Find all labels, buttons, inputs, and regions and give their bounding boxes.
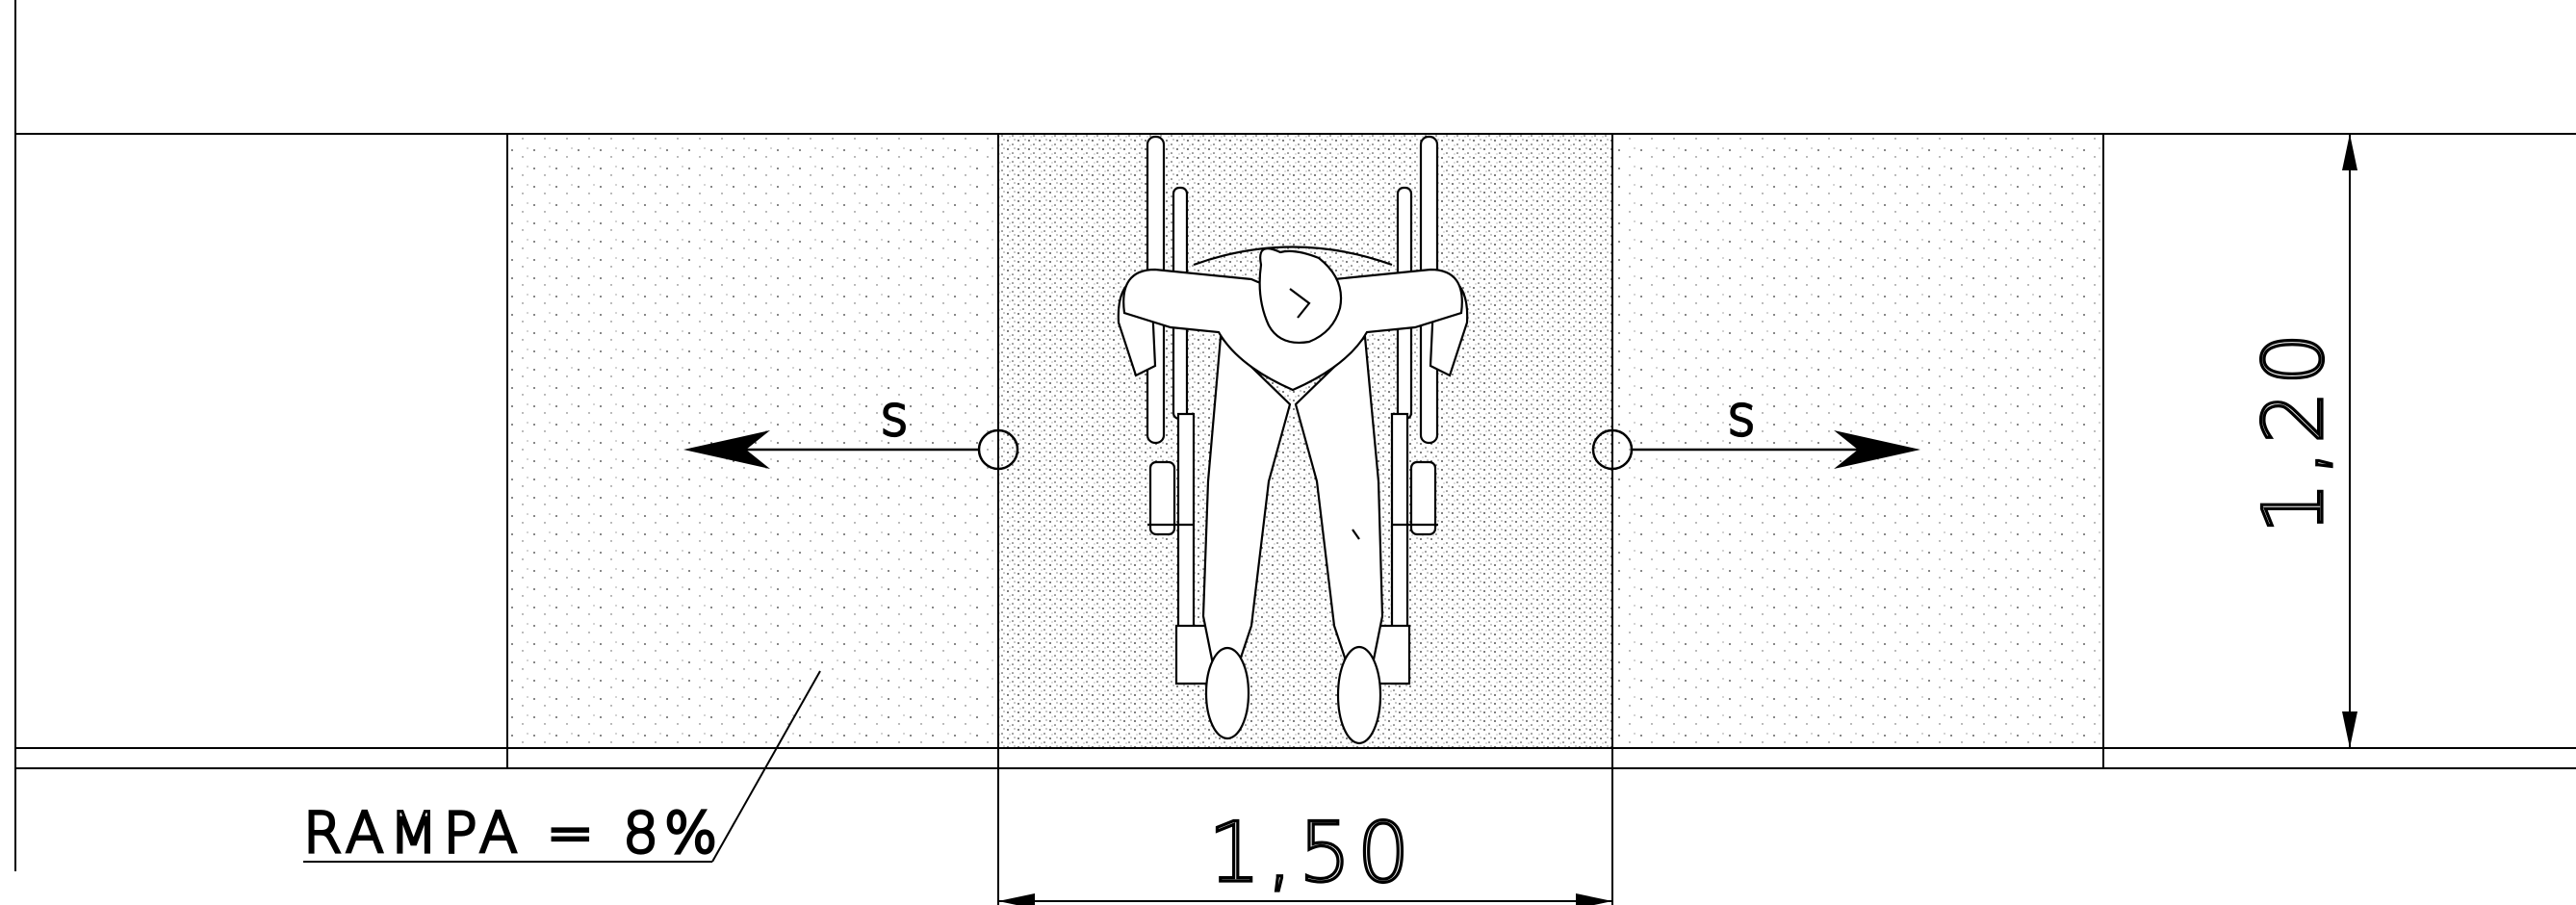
dimension-depth: 1,20 (2244, 134, 2357, 748)
ramp-annotation: RAMPA = 8% (301, 670, 821, 867)
dimension-width-label: 1,50 (1208, 805, 1415, 901)
slope-arrow-right: S (1591, 395, 1920, 471)
slope-label-right: S (1728, 397, 1755, 446)
slope-label-left: S (881, 397, 908, 446)
slope-arrow-left: S (683, 395, 1019, 471)
dimension-width: 1,50 (997, 768, 1613, 905)
plan-outline (14, 0, 2576, 871)
ramp-label: RAMPA = 8% (303, 800, 723, 866)
dimension-depth-label: 1,20 (2246, 327, 2342, 534)
wheelchair-user-icon (1117, 135, 1469, 745)
